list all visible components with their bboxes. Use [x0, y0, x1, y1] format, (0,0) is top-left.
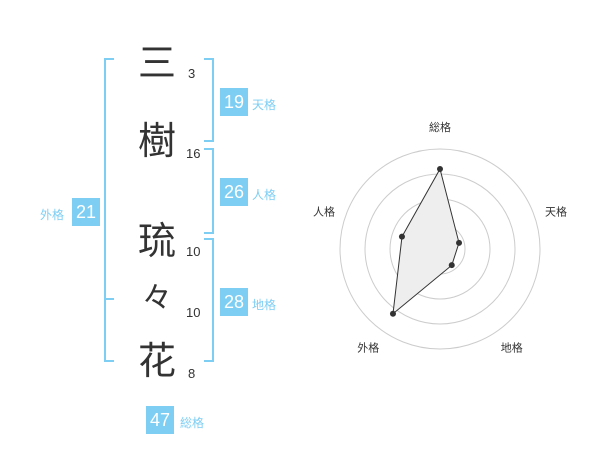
radar-point	[448, 262, 455, 269]
jinkaku-value: 26	[220, 178, 248, 206]
jinkaku-bracket	[204, 148, 214, 234]
name-char-1: 三	[138, 41, 177, 85]
name-char-2: 樹	[138, 119, 177, 163]
radar-point	[398, 233, 405, 240]
radar-axis-label: 地格	[501, 341, 523, 355]
tenkaku-value: 19	[220, 88, 248, 116]
radar-axis-label: 総格	[429, 120, 451, 134]
name-char-4: 々	[142, 281, 172, 316]
radar-point	[389, 310, 396, 317]
gaikaku-divider	[104, 298, 114, 300]
stroke-count-1: 3	[188, 66, 196, 81]
jinkaku-label: 人格	[252, 188, 277, 202]
radar-axis-label: 外格	[357, 341, 379, 355]
gaikaku-label: 外格	[40, 208, 65, 222]
chikaku-label: 地格	[252, 298, 277, 312]
radar-point	[437, 166, 443, 172]
gaikaku-bracket	[104, 58, 114, 362]
radar-ring	[339, 148, 541, 350]
stroke-count-2: 16	[186, 146, 201, 161]
radar-axis-label: 人格	[313, 204, 335, 218]
soukaku-value: 47	[146, 406, 174, 434]
tenkaku-bracket	[204, 58, 214, 142]
name-char-5: 花	[138, 339, 177, 383]
chikaku-value: 28	[220, 288, 248, 316]
radar-point	[456, 239, 463, 246]
stroke-count-4: 10	[186, 305, 201, 320]
name-char-3: 琉	[138, 219, 177, 263]
stroke-count-3: 10	[186, 244, 201, 259]
soukaku-label: 総格	[180, 416, 205, 430]
radar-polygon	[392, 167, 460, 315]
radar-axis-label: 天格	[545, 204, 567, 218]
chikaku-bracket	[204, 238, 214, 362]
gaikaku-value: 21	[72, 198, 100, 226]
stroke-count-5: 8	[188, 366, 196, 381]
tenkaku-label: 天格	[252, 98, 277, 112]
